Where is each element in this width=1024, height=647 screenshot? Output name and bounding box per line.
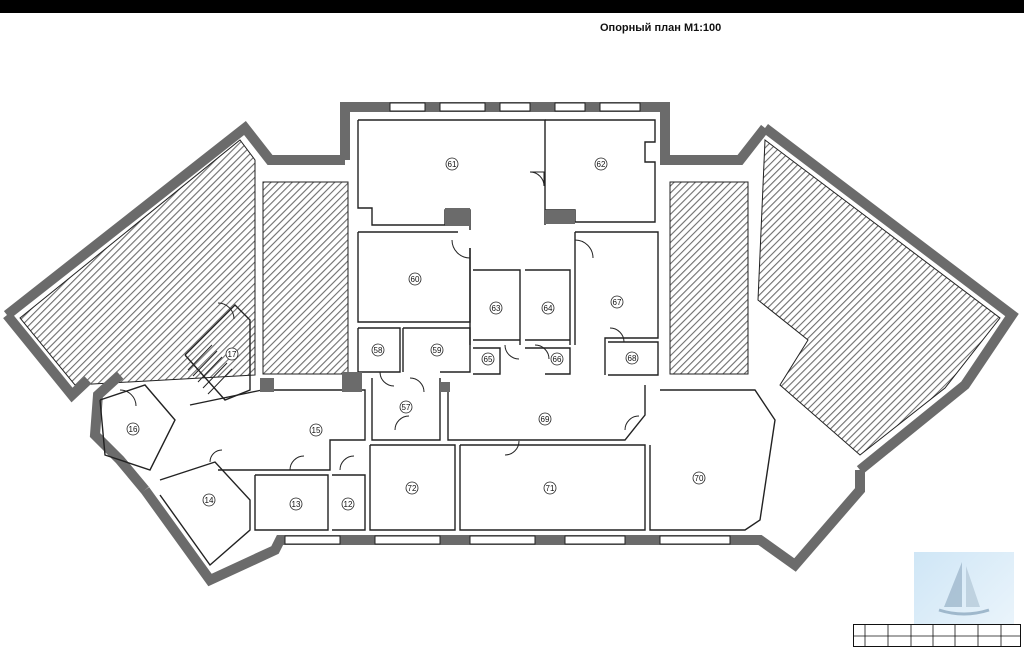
room-72-label: 72 [408,484,417,493]
room-60: 60 [408,272,422,286]
room-63: 63 [489,301,503,315]
room-68-label: 68 [628,354,637,363]
room-17: 17 [225,347,239,361]
room-59-label: 59 [433,346,442,355]
room-70: 70 [692,471,706,485]
room-64: 64 [541,301,555,315]
room-66: 66 [550,352,564,366]
room-13: 13 [289,497,303,511]
room-65-label: 65 [484,355,493,364]
left-wing-outer-wall [3,120,345,319]
room-70-label: 70 [695,474,704,483]
room-14-label: 14 [205,496,214,505]
room-69: 69 [538,412,552,426]
room-15-label: 15 [312,426,321,435]
room-68: 68 [625,351,639,365]
room-60-label: 60 [411,275,420,284]
title-block-grid [853,624,1021,647]
room-57: 57 [399,400,413,414]
room-12-label: 12 [344,500,353,509]
room-13-label: 13 [292,500,301,509]
right-wing-outer-wall [761,124,1019,474]
room-62: 62 [594,157,608,171]
room-62-label: 62 [597,160,606,169]
room-15: 15 [309,423,323,437]
room-71-label: 71 [546,484,555,493]
left-wing-hatched-area [19,139,256,386]
room-58-label: 58 [374,346,383,355]
right-wing-hatched-area [757,139,1001,456]
room-67: 67 [610,295,624,309]
room-66-label: 66 [553,355,562,364]
room-63-label: 63 [492,304,501,313]
room-69-label: 69 [541,415,550,424]
room-14: 14 [202,493,216,507]
room-65: 65 [481,352,495,366]
top-outer-wall [340,102,769,165]
right-shaft-hatched [669,181,749,375]
plan-title: Опорный план М1:100 [600,22,722,34]
room-16: 16 [126,422,140,436]
room-61-label: 61 [448,160,457,169]
room-67-label: 67 [613,298,622,307]
top-black-bar [0,0,1024,13]
left-shaft-hatched [262,181,349,375]
sailboat-logo-icon [914,552,1014,625]
room-16-label: 16 [129,425,138,434]
room-72: 72 [405,481,419,495]
room-57-label: 57 [402,403,411,412]
room-61: 61 [445,157,459,171]
room-64-label: 64 [544,304,553,313]
room-59: 59 [430,343,444,357]
room-17-label: 17 [228,350,237,359]
room-58: 58 [371,343,385,357]
room-71: 71 [543,481,557,495]
room-12: 12 [341,497,355,511]
room-labels: 61 62 60 63 64 67 58 59 65 66 68 57 69 1… [126,157,706,511]
